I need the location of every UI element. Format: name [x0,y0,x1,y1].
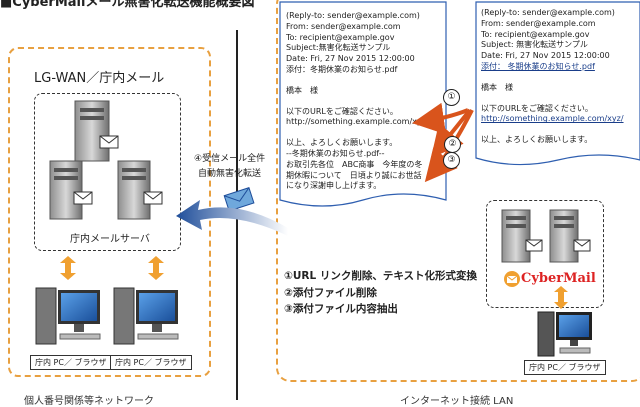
server-icon [501,209,543,263]
mail-line: To: recipient@example.gov [481,29,590,39]
mail-line: (Reply-to: sender@example.com) [286,11,420,20]
arrow-left-icon [176,200,288,236]
server-icon [117,160,163,220]
original-mail-text: (Reply-to: sender@example.com) From: sen… [481,8,624,146]
mail-line: Subject: 無害化転送サンプル [481,40,588,50]
transfer-line-2: 自動無害化転送 [198,169,262,179]
cybermail-server-icons [501,209,591,263]
mail-line: 期休暇について 日頃より誠にお世話 [286,170,422,180]
marker-1: ① [443,89,460,106]
mail-line: --冬期休業のお知らせ.pdf-- [286,148,385,158]
mail-line: 橋本 様 [286,85,318,95]
mail-blank [481,94,624,104]
original-mail-document [475,1,640,166]
desktop-pc-icon [113,287,179,345]
cybermail-logo: CyberMail [521,271,596,286]
mail-line: To: recipient@example.gov [286,32,395,42]
server-icon [74,100,119,162]
pc-label: 庁内 PC／ ブラウザ [30,355,112,370]
mail-server-label: 庁内メールサーバ [70,234,150,245]
mail-line: 以上、よろしくお願いします。 [481,135,593,145]
mail-line: Date: Fri, 27 Nov 2015 12:00:00 [286,54,415,64]
step-item: ③添付ファイル内容抽出 [284,303,398,315]
cybermail-server-group [486,200,604,308]
server-icon [549,209,591,263]
pc-icons [35,287,179,345]
mail-line: From: sender@example.com [286,21,401,31]
sync-arrows [60,256,164,280]
double-arrow-icon [60,256,76,280]
pc-label: 庁内 PC／ ブラウザ [524,360,606,375]
desktop-pc-icon [35,287,101,345]
transfer-line-1: ④受信メール全件 [194,154,266,164]
sync-arrow [554,286,568,309]
page-title: ■CyberMailメール無害化転送機能概要図 [0,0,255,10]
server-icon [49,160,93,220]
mail-line: (Reply-to: sender@example.com) [481,8,615,17]
cybermail-logo-icon [504,271,520,287]
mail-line: 以下のURLをご確認ください。 [286,106,398,116]
mail-url-line: http://something.example.com/xyz/ [481,114,624,124]
mail-line: From: sender@example.com [481,18,596,28]
mail-line: http://something.example.com/xyz/ [286,117,429,127]
step-item: ②添付ファイル削除 [284,286,377,299]
mail-server-group [34,93,181,251]
double-arrow-icon [148,256,164,280]
mail-blank [481,73,624,83]
mail-line: 以下のURLをご確認ください。 [481,103,593,113]
transfer-label: ④受信メール全件 自動無害化転送 [194,152,265,182]
mail-line: 橋本 様 [481,82,513,92]
envelope-icon [223,187,255,212]
marker-2: ② [444,136,461,153]
lgwan-title: LG-WAN／庁内メール [34,71,165,86]
desktop-pc-icon [537,311,592,357]
converted-mail-document [279,1,447,207]
double-arrow-icon [554,286,568,309]
step-item: ①URL リンク削除、テキスト化形式変換 [284,270,478,282]
pc-label: 庁内 PC／ ブラウザ [110,355,192,370]
mail-server-icons [49,100,163,220]
mail-line: Subject:無害化転送サンプル [286,43,391,53]
marker-3: ③ [443,152,460,169]
internet-lan-box [276,0,640,382]
mail-line: お取引先各位 ABC商事 今年度の冬 [286,159,423,169]
mail-line: 以上、よろしくお願いします。 [286,138,398,148]
transfer-arrow [176,200,288,236]
mail-line: 添付：冬期休業のお知らせ.pdf [286,64,398,74]
mail-blank [481,125,624,135]
processing-steps: ①URL リンク削除、テキスト化形式変換 ②添付ファイル削除 ③添付ファイル内容… [284,268,477,318]
mail-line: になり深謝申し上げます。 [286,181,382,191]
converted-mail-text: (Reply-to: sender@example.com) From: sen… [286,11,429,192]
arrow-url-conversion [412,102,469,135]
mail-line: Date: Fri, 27 Nov 2015 12:00:00 [481,51,610,61]
mail-attachment-line: 添付： 冬期休業のお知らせ.pdf [481,61,595,71]
conversion-arrows [412,102,474,183]
